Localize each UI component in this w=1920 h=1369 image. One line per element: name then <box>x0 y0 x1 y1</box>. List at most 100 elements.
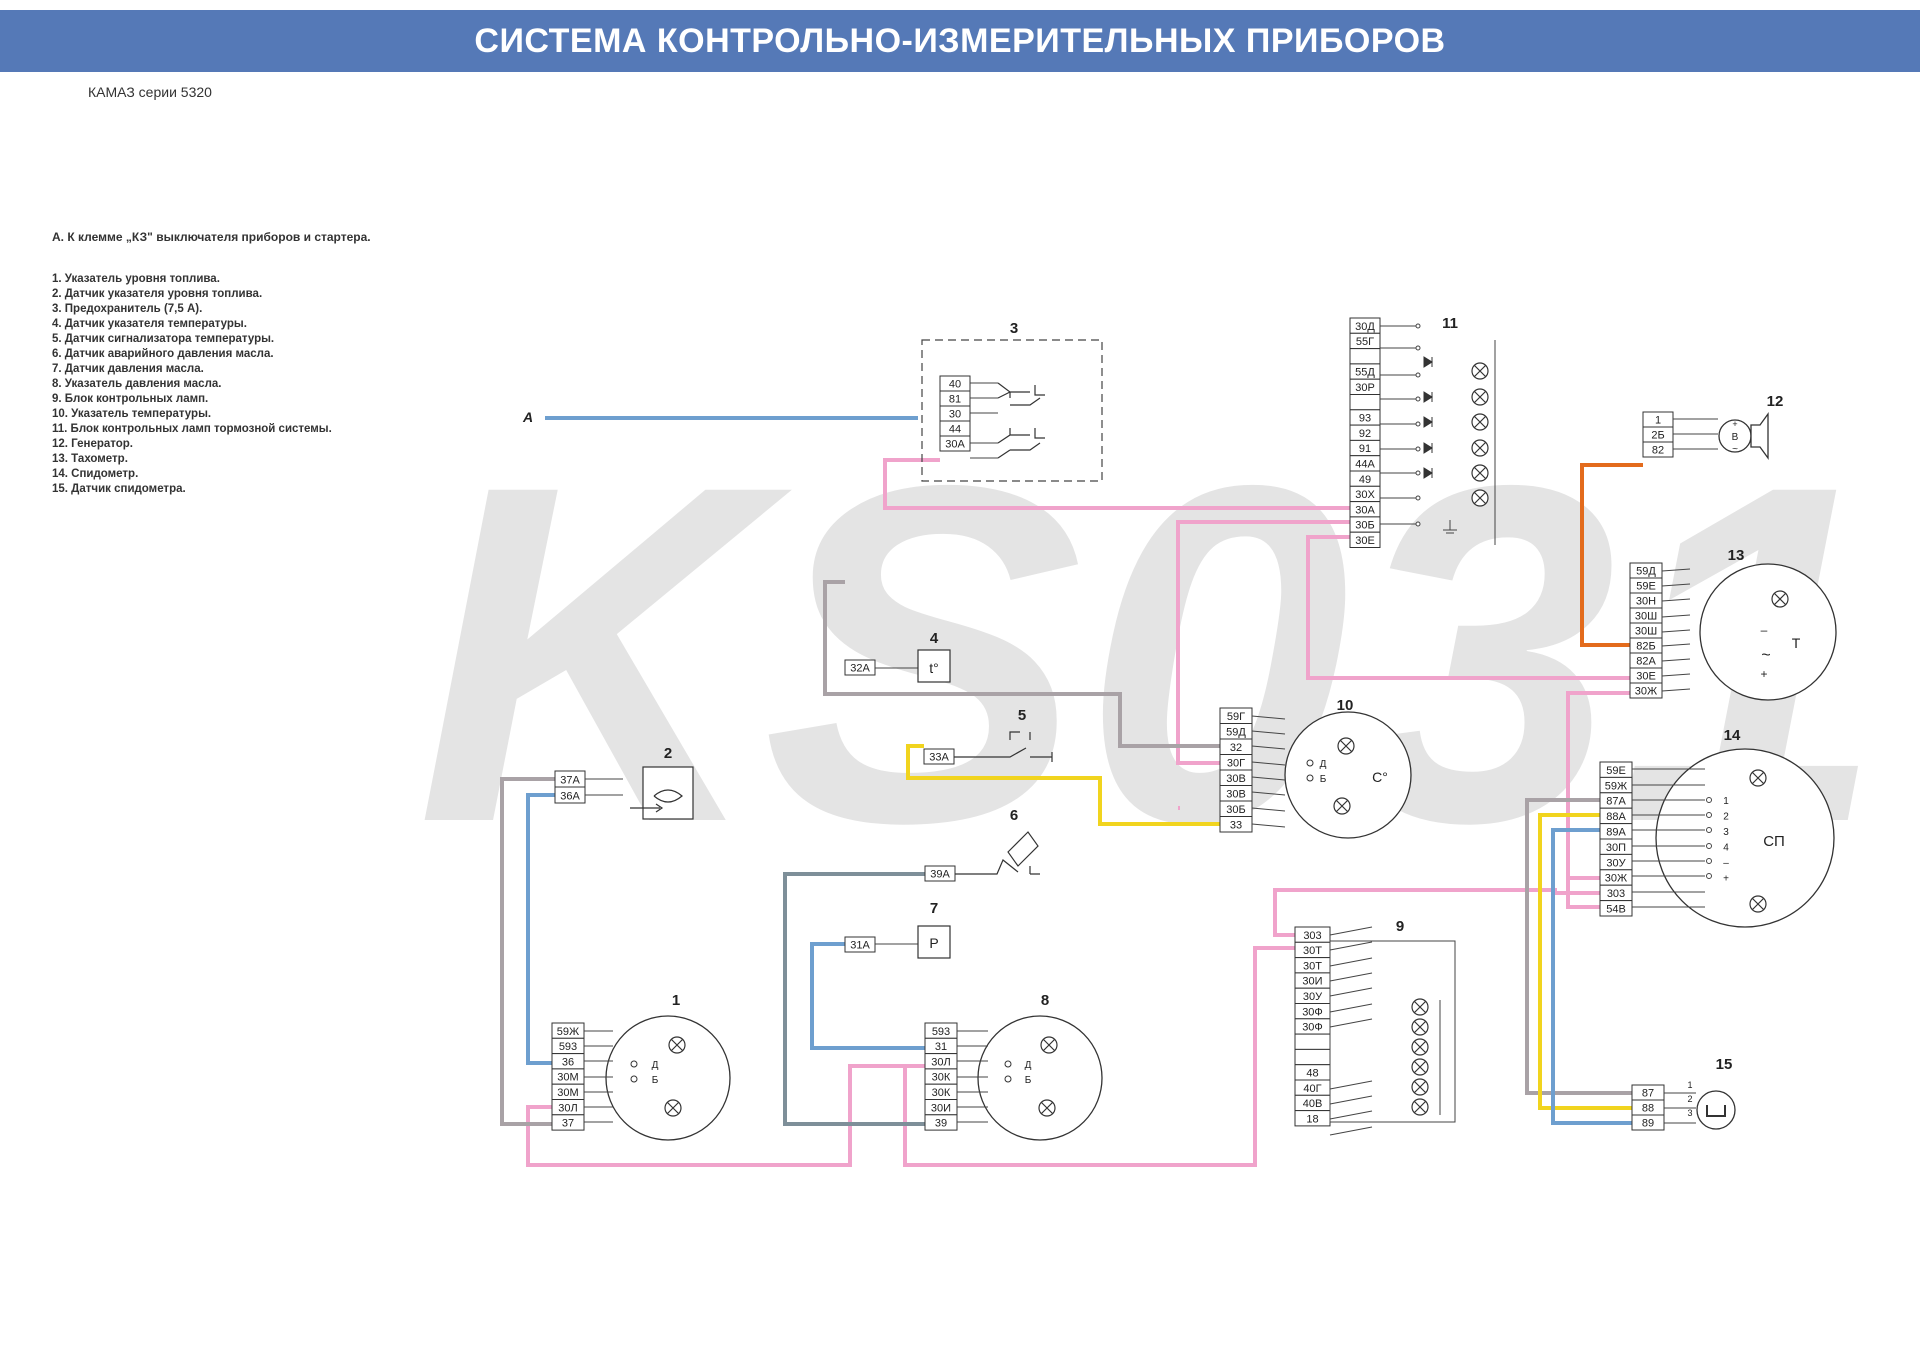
terminal-label: 30К <box>932 1087 951 1099</box>
fuel-gauge-dial <box>605 1015 731 1141</box>
lamp-cross <box>1474 391 1486 403</box>
component-number: 10 <box>1337 697 1354 714</box>
fuel-float-icon <box>653 789 683 803</box>
lead-contact <box>1415 372 1421 378</box>
lead-contact <box>630 1075 638 1083</box>
point-a-label: А <box>522 409 533 425</box>
lead-contact <box>630 1060 638 1068</box>
terminal-label: 30Ж <box>1635 686 1657 698</box>
fuse-enclosure <box>921 339 1103 482</box>
sensor-symbol <box>1696 1090 1736 1130</box>
lamp-cross <box>1474 442 1486 454</box>
wire-c4-to-c10 <box>823 580 1220 748</box>
component-number: 3 <box>1010 320 1018 337</box>
lead-contact <box>1706 858 1712 864</box>
lead-contact <box>1415 396 1421 402</box>
fuse-symbol <box>997 382 1045 406</box>
temp-alarm-switch <box>954 731 1053 762</box>
wire-tacho-to-speedo <box>1566 691 1630 880</box>
lead-line <box>1661 688 1691 692</box>
terminal-label: 59Ж <box>1605 780 1627 792</box>
terminal-label: 55Д <box>1355 367 1375 379</box>
component-legend: 1. Указатель уровня топлива. 2. Датчик у… <box>52 272 332 497</box>
lamp-cross <box>1043 1039 1055 1051</box>
terminal-label: 30Ш <box>1635 611 1657 623</box>
lamp-cross <box>671 1039 683 1051</box>
lead-line <box>1661 673 1691 677</box>
lead-line <box>1251 791 1286 796</box>
terminal-label: 30И <box>931 1102 951 1114</box>
tacho-symbol: T <box>1792 635 1801 651</box>
lead-contact <box>1004 1075 1012 1083</box>
lamp-cross <box>1414 1001 1426 1013</box>
wire-c6-to-c8 <box>783 872 925 1126</box>
lamp-cross <box>1474 416 1486 428</box>
tacho-plus-mark: + <box>1760 667 1767 681</box>
terminal-cell <box>1599 900 1633 917</box>
terminal-label: 32А <box>850 663 870 675</box>
sensor-pin-mark: 1 <box>1687 1080 1692 1090</box>
terminal-label: 30Ш <box>1635 626 1657 638</box>
speedo-pin-mark: – <box>1723 858 1729 869</box>
terminal-label: 30Ф <box>1302 1022 1323 1034</box>
lead-contact <box>1415 521 1421 527</box>
lead-contact <box>1706 827 1712 833</box>
legend-item: 6. Датчик аварийного давления масла. <box>52 348 274 360</box>
wire-c8-to-c1 <box>526 1064 925 1167</box>
legend-item: 8. Указатель давления масла. <box>52 378 222 390</box>
ground-icon <box>1443 529 1457 534</box>
lamp-cross <box>1336 800 1348 812</box>
terminal-label: 32 <box>1230 742 1242 754</box>
lead-contact <box>1415 345 1421 351</box>
lead-line <box>1661 658 1691 662</box>
terminal-label: 82 <box>1652 445 1664 457</box>
oil-alarm-sensor-terminal-block: 39А <box>924 865 956 882</box>
terminal-label: 36А <box>560 791 580 803</box>
terminal-label: 59Г <box>1227 711 1245 723</box>
lamp-cross <box>1752 898 1764 910</box>
lead-line <box>1661 614 1691 618</box>
speedo-pin-mark: 3 <box>1723 827 1729 838</box>
terminal-label: 59Ж <box>557 1026 579 1038</box>
lead-contact <box>1415 323 1421 329</box>
lamp-cross <box>1474 365 1486 377</box>
terminal-label: 39А <box>930 869 950 881</box>
wire-block11-to-tacho <box>1306 535 1630 680</box>
wire-speedo-to-block9 <box>1273 888 1600 937</box>
lead-contact <box>1706 843 1712 849</box>
temp-gauge-dial <box>1284 711 1412 839</box>
temp-alarm-sensor-terminal-block: 33А <box>923 748 955 765</box>
temp-sensor-symbol: t° <box>929 660 939 676</box>
legend-item: 15. Датчик спидометра. <box>52 483 186 495</box>
terminal-label: 87А <box>1606 796 1626 808</box>
component-number: 9 <box>1396 918 1404 935</box>
terminal-label: 37 <box>562 1118 574 1130</box>
component-number: 2 <box>664 745 672 762</box>
terminal-label: 30Н <box>1636 596 1656 608</box>
terminal-label: 30А <box>945 439 965 451</box>
temp-d-mark: Д <box>1320 759 1327 770</box>
lead-line <box>1329 926 1373 936</box>
terminal-label: 30Р <box>1355 382 1375 394</box>
lead-line <box>1329 1080 1373 1090</box>
terminal-label: 30В <box>1226 773 1246 785</box>
lamp-cross <box>1414 1101 1426 1113</box>
wire-block11-to-c10 <box>1176 520 1350 765</box>
lead-contact <box>1706 812 1712 818</box>
wire-c5-to-c10 <box>906 744 1220 826</box>
terminal-label: 30 <box>949 409 961 421</box>
wire-c2-to-c1 <box>500 777 555 1126</box>
terminal-label: 91 <box>1359 443 1371 455</box>
lead-line <box>1251 761 1286 766</box>
lead-line <box>1329 972 1373 982</box>
diode-icon <box>1423 416 1433 428</box>
lamp-cross <box>1414 1061 1426 1073</box>
terminal-cell <box>1294 1033 1331 1050</box>
terminal-label: 1 <box>1655 415 1661 427</box>
terminal-label: 44А <box>1355 459 1375 471</box>
lamp-cross <box>1340 740 1352 752</box>
